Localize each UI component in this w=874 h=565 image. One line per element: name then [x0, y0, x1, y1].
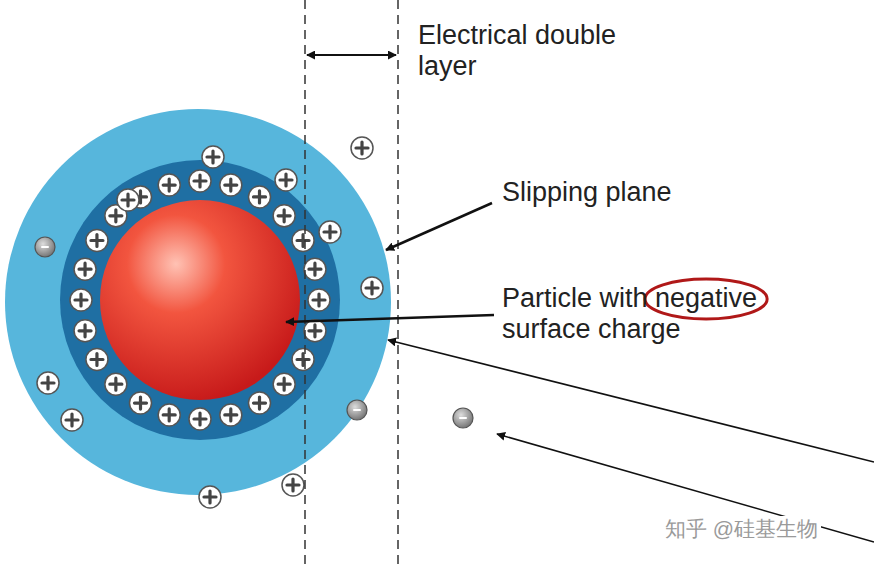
cation [282, 474, 304, 496]
width-arrow [307, 54, 396, 56]
diffuse-layer [5, 109, 391, 495]
leader-arrow [388, 340, 874, 462]
cation [273, 373, 295, 395]
dashed-boundary [304, 0, 306, 565]
cation [304, 320, 326, 342]
cation [158, 404, 180, 426]
cation [273, 205, 295, 227]
cation [361, 277, 383, 299]
cation [220, 174, 242, 196]
cation [74, 258, 96, 280]
ion-group [35, 137, 473, 508]
callout-label: Particle with negative surface charge [502, 283, 847, 345]
leader-arrow [497, 434, 874, 542]
cation [199, 486, 221, 508]
cation [319, 221, 341, 243]
cation [86, 349, 108, 371]
cation [61, 409, 83, 431]
cation [130, 392, 152, 414]
cation [158, 174, 180, 196]
cation [249, 392, 271, 414]
leader-arrow [286, 315, 494, 322]
watermark: 知乎 @硅基生物 [662, 516, 821, 542]
particle-sphere [100, 200, 300, 400]
anion [347, 400, 367, 420]
cation [292, 349, 314, 371]
dashed-boundary [397, 0, 399, 565]
dimension-label: Electrical double layer [418, 20, 668, 82]
cation [292, 230, 314, 252]
cation [275, 169, 297, 191]
cation [249, 186, 271, 208]
cation [86, 230, 108, 252]
cation [105, 373, 127, 395]
cation [351, 137, 373, 159]
callout-label: Slipping plane [502, 177, 672, 208]
cation [37, 372, 59, 394]
cation [304, 258, 326, 280]
anion [35, 237, 55, 257]
anion [453, 408, 473, 428]
cation [189, 170, 211, 192]
cation [308, 289, 330, 311]
leader-arrow [386, 203, 492, 250]
cation [189, 408, 211, 430]
cation [74, 320, 96, 342]
stern-layer [60, 160, 340, 440]
cation [70, 289, 92, 311]
cation [117, 189, 139, 211]
cation [202, 146, 224, 168]
cation [220, 404, 242, 426]
